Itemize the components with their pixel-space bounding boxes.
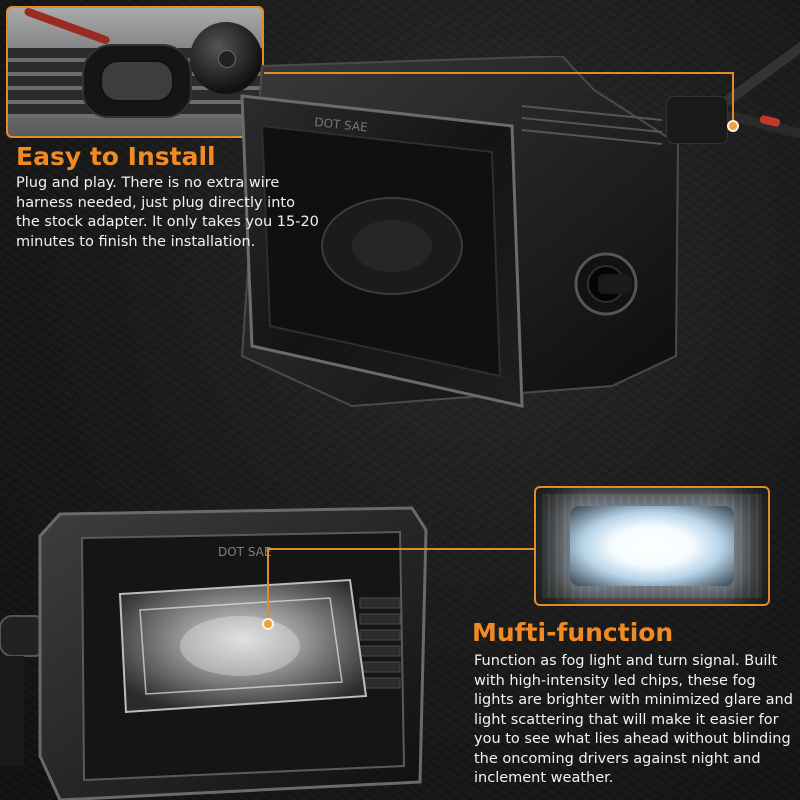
fog-light-front-view: DOT SAE	[0, 506, 428, 800]
dot-sae-marking: DOT SAE	[314, 115, 369, 135]
install-callout-dot	[727, 120, 739, 132]
install-callout-line	[264, 72, 734, 74]
lit-lamp-inset-photo	[534, 486, 770, 606]
multifunction-callout-dot	[262, 618, 274, 630]
harness-plug	[666, 96, 728, 144]
adapter-knob	[190, 22, 262, 94]
led-glow	[570, 506, 734, 586]
easy-to-install-heading: Easy to Install	[16, 142, 216, 171]
easy-to-install-description: Plug and play. There is no extra wire ha…	[16, 175, 319, 250]
stock-adapter-connector	[82, 44, 192, 118]
multifunction-heading: Mufti-function	[472, 618, 674, 647]
dot-sae-marking-bottom: DOT SAE	[218, 545, 271, 559]
connector-inset-photo	[6, 6, 264, 138]
multifunction-description: Function as fog light and turn signal. B…	[474, 653, 793, 786]
multifunction-callout-line	[268, 548, 534, 550]
fog-light-rear-view: DOT SAE	[240, 56, 680, 408]
